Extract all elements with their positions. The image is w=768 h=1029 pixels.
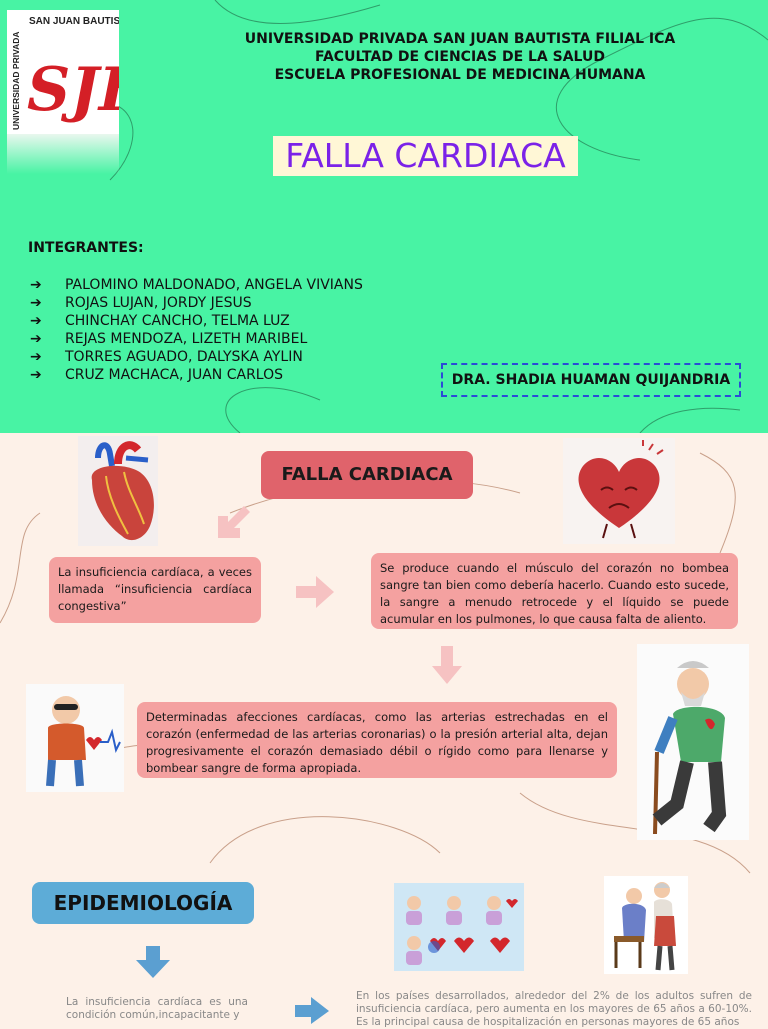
page-title: FALLA CARDIACA — [273, 136, 578, 176]
arrow-right-icon — [296, 576, 334, 608]
old-man-with-cane-icon — [637, 644, 749, 840]
sad-heart-icon — [563, 438, 675, 544]
university-logo: SAN JUAN BAUTISTA UNIVERSIDAD PRIVADA SJ… — [7, 10, 149, 134]
section-title: FALLA CARDIACA — [261, 451, 473, 499]
cover-section — [0, 0, 768, 433]
member-name: ROJAS LUJAN, JORDY JESUS — [65, 295, 252, 311]
logo-reflection — [7, 134, 119, 174]
list-item: ➔ TORRES AGUADO, DALYSKA AYLIN — [30, 348, 363, 366]
logo-monogram: SJB — [27, 55, 119, 125]
epidemiology-text-left: La insuficiencia cardíaca es una condici… — [66, 996, 248, 1021]
list-item: ➔ CHINCHAY CANCHO, TELMA LUZ — [30, 312, 363, 330]
arrow-bullet-icon: ➔ — [30, 331, 42, 347]
heart-patients-grid-icon — [394, 883, 524, 971]
list-item: ➔ ROJAS LUJAN, JORDY JESUS — [30, 294, 363, 312]
causes-box: Determinadas afecciones cardíacas, como … — [137, 702, 617, 778]
member-name: PALOMINO MALDONADO, ANGELA VIVIANS — [65, 277, 363, 293]
header-faculty: FACULTAD DE CIENCIAS DE LA SALUD — [315, 49, 605, 65]
definition-box: La insuficiencia cardíaca, a veces llama… — [49, 557, 261, 623]
arrow-down-left-icon — [218, 506, 250, 538]
members-list: ➔ PALOMINO MALDONADO, ANGELA VIVIANS ➔ ROJ… — [30, 276, 363, 384]
arrow-bullet-icon: ➔ — [30, 313, 42, 329]
arrow-right-icon — [295, 997, 329, 1024]
epidemiology-title: EPIDEMIOLOGÍA — [32, 882, 254, 924]
elderly-chest-pain-icon — [26, 684, 124, 792]
doctor-name: DRA. SHADIA HUAMAN QUIJANDRIA — [441, 363, 741, 397]
header-university: UNIVERSIDAD PRIVADA SAN JUAN BAUTISTA FI… — [244, 31, 676, 47]
members-label: INTEGRANTES: — [28, 240, 144, 256]
arrow-bullet-icon: ➔ — [30, 349, 42, 365]
member-name: CHINCHAY CANCHO, TELMA LUZ — [65, 313, 290, 329]
member-name: CRUZ MACHACA, JUAN CARLOS — [65, 367, 284, 383]
elderly-couple-icon — [604, 876, 688, 974]
arrow-bullet-icon: ➔ — [30, 295, 42, 311]
mechanism-box: Se produce cuando el músculo del corazón… — [371, 553, 738, 629]
arrow-bullet-icon: ➔ — [30, 277, 42, 293]
arrow-bullet-icon: ➔ — [30, 367, 42, 383]
epidemiology-text-right: En los países desarrollados, alrededor d… — [356, 990, 752, 1028]
arrow-down-icon — [432, 646, 462, 684]
arrow-down-icon — [136, 946, 170, 978]
institution-header: UNIVERSIDAD PRIVADA SAN JUAN BAUTISTA FI… — [200, 30, 720, 84]
anatomical-heart-icon — [78, 436, 158, 546]
list-item: ➔ CRUZ MACHACA, JUAN CARLOS — [30, 366, 363, 384]
member-name: REJAS MENDOZA, LIZETH MARIBEL — [65, 331, 308, 347]
logo-side-text: UNIVERSIDAD PRIVADA — [11, 31, 21, 130]
member-name: TORRES AGUADO, DALYSKA AYLIN — [65, 349, 303, 365]
list-item: ➔ REJAS MENDOZA, LIZETH MARIBEL — [30, 330, 363, 348]
list-item: ➔ PALOMINO MALDONADO, ANGELA VIVIANS — [30, 276, 363, 294]
header-school: ESCUELA PROFESIONAL DE MEDICINA HUMANA — [274, 67, 646, 83]
logo-arc-text: SAN JUAN BAUTISTA — [29, 16, 119, 27]
